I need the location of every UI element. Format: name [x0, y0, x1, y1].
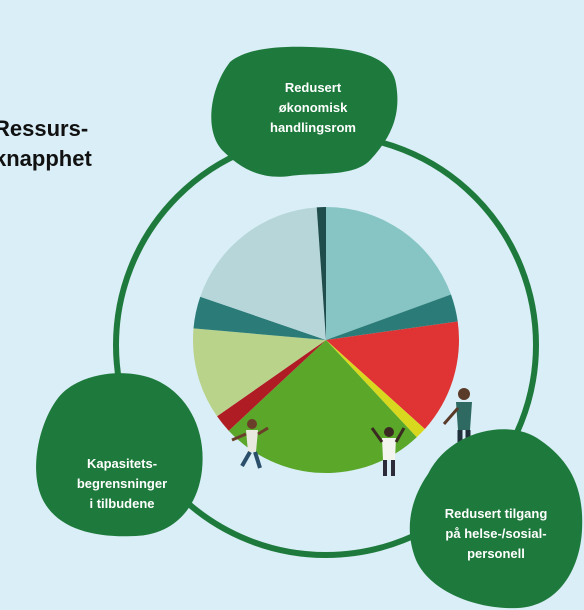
blob-left-line-3: i tilbudene: [90, 496, 155, 511]
blob-capacity-limits: Kapasitets- begrensninger i tilbudene: [36, 373, 203, 537]
blob-left-line-1: Kapasitets-: [87, 456, 157, 471]
pie-segment-5: [217, 340, 326, 431]
pie-chart: [193, 207, 459, 474]
person-waving-icon: [370, 427, 406, 476]
pie-segment-8: [200, 207, 326, 340]
blob-right-line-2: på helse-/sosial-: [445, 526, 546, 541]
blob-top-line-3: handlingsrom: [270, 120, 356, 135]
pie-segment-2: [326, 321, 459, 429]
blob-top-line-1: Redusert: [285, 80, 342, 95]
blob-right-line-3: personell: [467, 546, 525, 561]
pie-segment-6: [193, 328, 326, 417]
blob-top-line-2: økonomisk: [279, 100, 348, 115]
pie-segment-7: [193, 296, 326, 340]
blob-reduced-economy: Redusert økonomisk handlingsrom: [211, 46, 398, 177]
blob-reduced-personnel: Redusert tilgang på helse-/sosial- perso…: [409, 429, 583, 609]
diagram-title: Ressurs- knapphet: [0, 116, 92, 171]
pie-segment-1: [326, 294, 458, 340]
blob-left-line-2: begrensninger: [77, 476, 167, 491]
pie-segment-9: [316, 207, 326, 340]
blob-right-line-1: Redusert tilgang: [445, 506, 548, 521]
pie-segment-4: [228, 340, 417, 474]
person-running-icon: [231, 419, 269, 469]
pie-segment-3: [326, 340, 425, 438]
pie-segment-0: [326, 207, 451, 340]
